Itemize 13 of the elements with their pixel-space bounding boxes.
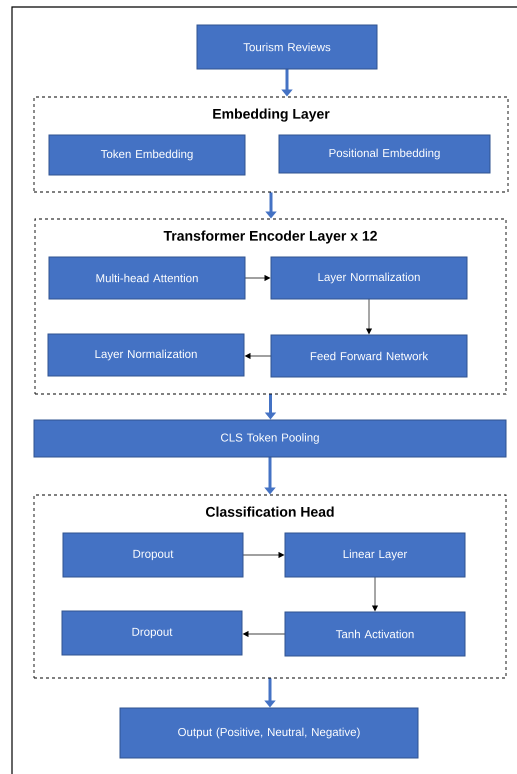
process-box: CLS Token Pooling bbox=[34, 420, 506, 458]
process-box: Layer Normalization bbox=[270, 256, 468, 300]
process-box: Positional Embedding bbox=[278, 134, 490, 174]
process-box: Layer Normalization bbox=[48, 334, 244, 376]
process-box: Tourism Reviews bbox=[196, 24, 378, 70]
process-box: Output (Positive, Neutral, Negative) bbox=[120, 708, 418, 758]
process-box: Dropout bbox=[62, 610, 242, 656]
process-box: Dropout bbox=[62, 532, 244, 578]
process-box: Linear Layer bbox=[284, 532, 466, 578]
process-box: Tanh Activation bbox=[284, 612, 466, 656]
process-box: Token Embedding bbox=[48, 134, 246, 176]
process-box: Multi-head Attention bbox=[48, 256, 246, 300]
process-box: Feed Forward Network bbox=[270, 334, 468, 378]
